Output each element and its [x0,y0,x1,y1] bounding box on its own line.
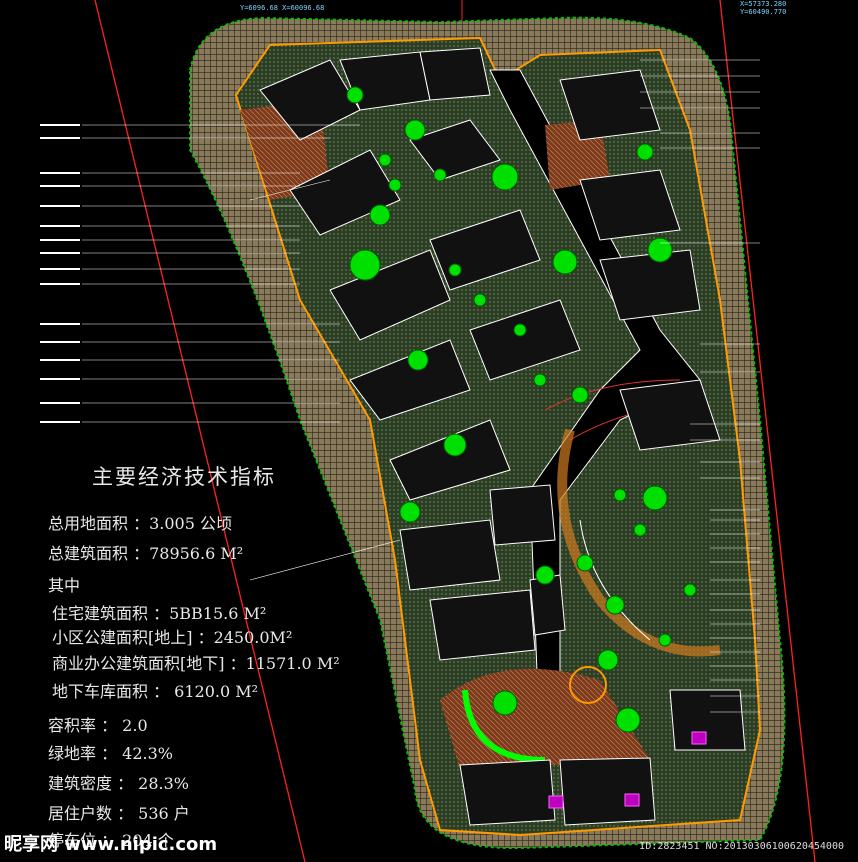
arc-plaza [557,428,721,657]
buildings [259,47,746,826]
coord-label-top-right-2: Y=60490.770 [740,8,787,16]
coord-label-top-right-1: X=57373.280 [740,0,787,8]
boundary-line-left [94,0,306,862]
stair-markers [548,731,707,809]
leader-lines [82,59,760,713]
watermark-brand: 昵享网 www.nipic.com [4,834,218,855]
boundary-line-right [719,0,816,862]
leader-dots [40,124,80,423]
watermark-id: ID:2823451 NO:20130306100620454000 [639,841,844,852]
coord-label-top-left: Y=6096.68 X=60096.68 [240,4,325,12]
trees [346,86,697,733]
